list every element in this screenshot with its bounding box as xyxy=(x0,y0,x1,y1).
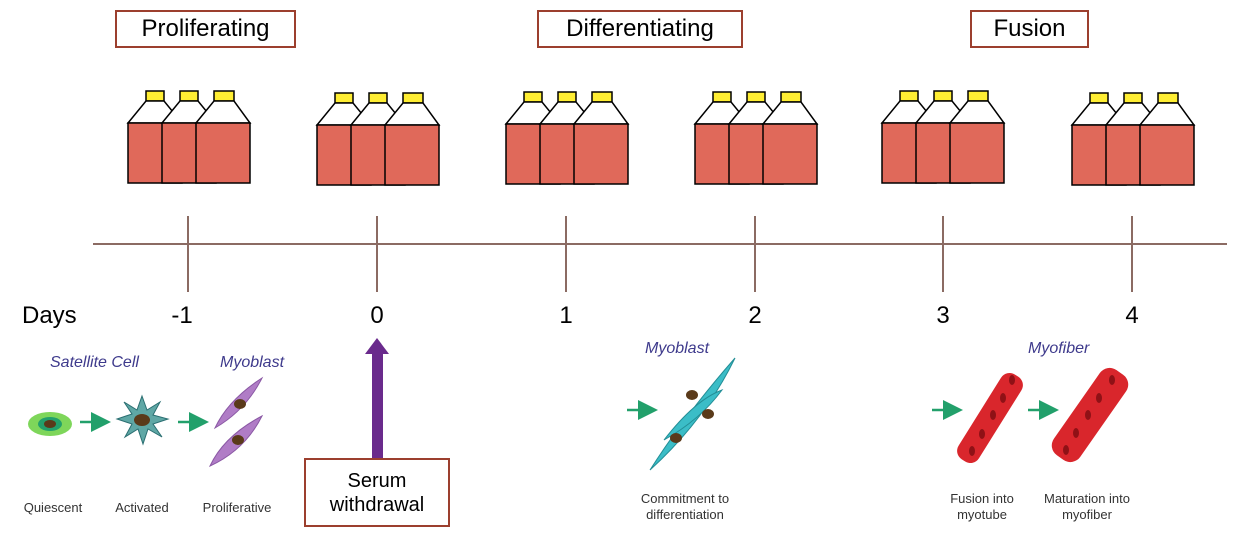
satellite-cell-title: Satellite Cell xyxy=(50,354,139,371)
day-label-2: 2 xyxy=(748,302,762,329)
days-label: Days xyxy=(22,302,77,329)
committed-myoblast-icon xyxy=(649,357,736,471)
flask-group-day-3 xyxy=(881,90,1005,184)
serum-withdrawal-box: Serum withdrawal xyxy=(304,458,450,527)
flask-group-day-0 xyxy=(316,92,440,186)
caption-maturation: Maturation into myofiber xyxy=(1030,491,1144,523)
myofiber-title: Myofiber xyxy=(1028,340,1090,357)
caption-activated: Activated xyxy=(115,500,169,515)
activated-cell-icon xyxy=(115,394,170,446)
myofiber-icon xyxy=(1051,367,1129,463)
day-label-1: 1 xyxy=(559,302,573,329)
myoblast-title: Myoblast xyxy=(220,354,285,371)
day-label-4: 4 xyxy=(1125,302,1139,329)
caption-quiescent: Quiescent xyxy=(23,500,83,515)
flask-group-day-1 xyxy=(505,91,629,185)
caption-fusion: Fusion into myotube xyxy=(935,491,1029,523)
flask-group-day-2 xyxy=(694,91,818,185)
caption-commitment-line1: Commitment to xyxy=(640,491,730,506)
day-label-0: 0 xyxy=(370,302,384,329)
caption-maturation-line2: myofiber xyxy=(1062,507,1112,522)
day-label-3: 3 xyxy=(936,302,950,329)
myotube-icon xyxy=(957,373,1023,463)
myoblast-commitment-title: Myoblast xyxy=(645,340,710,357)
caption-fusion-line2: myotube xyxy=(957,507,1007,522)
caption-fusion-line1: Fusion into xyxy=(950,491,1014,506)
serum-withdrawal-line2: withdrawal xyxy=(329,493,425,516)
day-label-minus1: -1 xyxy=(171,302,193,329)
caption-commitment-line2: differentiation xyxy=(646,507,724,522)
myoblast-cells-icon xyxy=(208,376,264,468)
flask-group-day-minus1 xyxy=(127,90,251,184)
serum-arrow xyxy=(365,338,389,458)
quiescent-cell-icon xyxy=(28,412,72,436)
phase-fusion: Fusion xyxy=(970,10,1089,48)
phase-differentiating: Differentiating xyxy=(537,10,743,48)
caption-proliferative: Proliferative xyxy=(202,500,272,515)
serum-withdrawal-line1: Serum xyxy=(347,469,407,492)
caption-maturation-line1: Maturation into xyxy=(1044,491,1130,506)
phase-proliferating: Proliferating xyxy=(115,10,296,48)
flask-group-day-4 xyxy=(1071,92,1195,186)
caption-commitment: Commitment to differentiation xyxy=(625,491,745,523)
